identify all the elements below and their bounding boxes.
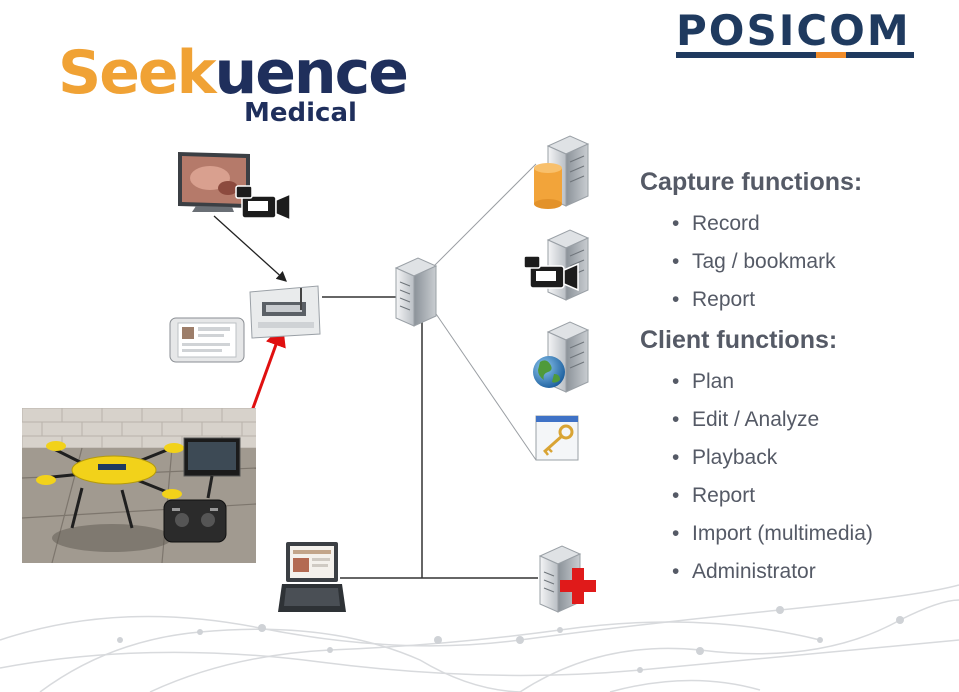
client-functions-heading: Client functions: <box>640 326 838 354</box>
list-item: •Plan <box>672 370 735 393</box>
list-item: •Administrator <box>672 560 816 583</box>
posicom-logo: POSICOM <box>672 6 918 62</box>
web-server-icon <box>533 321 590 393</box>
list-item: •Import (multimedia) <box>672 522 873 545</box>
list-item: •Playback <box>672 446 778 469</box>
server-icon <box>394 257 438 327</box>
list-item: •Record <box>672 212 760 235</box>
logo-uence-part: uence <box>214 38 409 108</box>
capture-functions-list: •Record •Tag / bookmark •Report <box>672 212 836 326</box>
tablet-icon <box>169 317 245 363</box>
video-camera-icon <box>235 185 291 222</box>
monitor-icon <box>178 152 250 212</box>
key-icon <box>535 415 579 461</box>
posicom-logo-underline <box>676 52 914 58</box>
posicom-logo-text: POSICOM <box>676 6 911 55</box>
connection-lines <box>322 163 538 579</box>
laptop-icon <box>278 542 346 612</box>
seekuence-medical-logo: Seekuence Medical <box>56 38 409 130</box>
monitor-to-capture-arrow <box>213 215 287 282</box>
background-network-mesh <box>0 584 959 692</box>
list-item: •Report <box>672 484 756 507</box>
list-item: •Edit / Analyze <box>672 408 820 431</box>
list-item: •Report <box>672 288 756 311</box>
database-server-icon <box>534 135 590 209</box>
logo-medical-text: Medical <box>244 98 357 128</box>
client-functions-list: •Plan •Edit / Analyze •Playback •Report … <box>672 370 873 598</box>
logo-seek-part: Seek <box>58 38 217 108</box>
capture-functions-heading: Capture functions: <box>640 168 863 196</box>
globe-icon <box>533 356 565 388</box>
capture-device-icon <box>249 285 321 339</box>
drone-photo <box>22 408 256 563</box>
medical-server-icon <box>538 545 596 613</box>
background-mesh-nodes <box>117 606 904 673</box>
video-server-icon <box>523 229 590 301</box>
list-item: •Tag / bookmark <box>672 250 836 273</box>
